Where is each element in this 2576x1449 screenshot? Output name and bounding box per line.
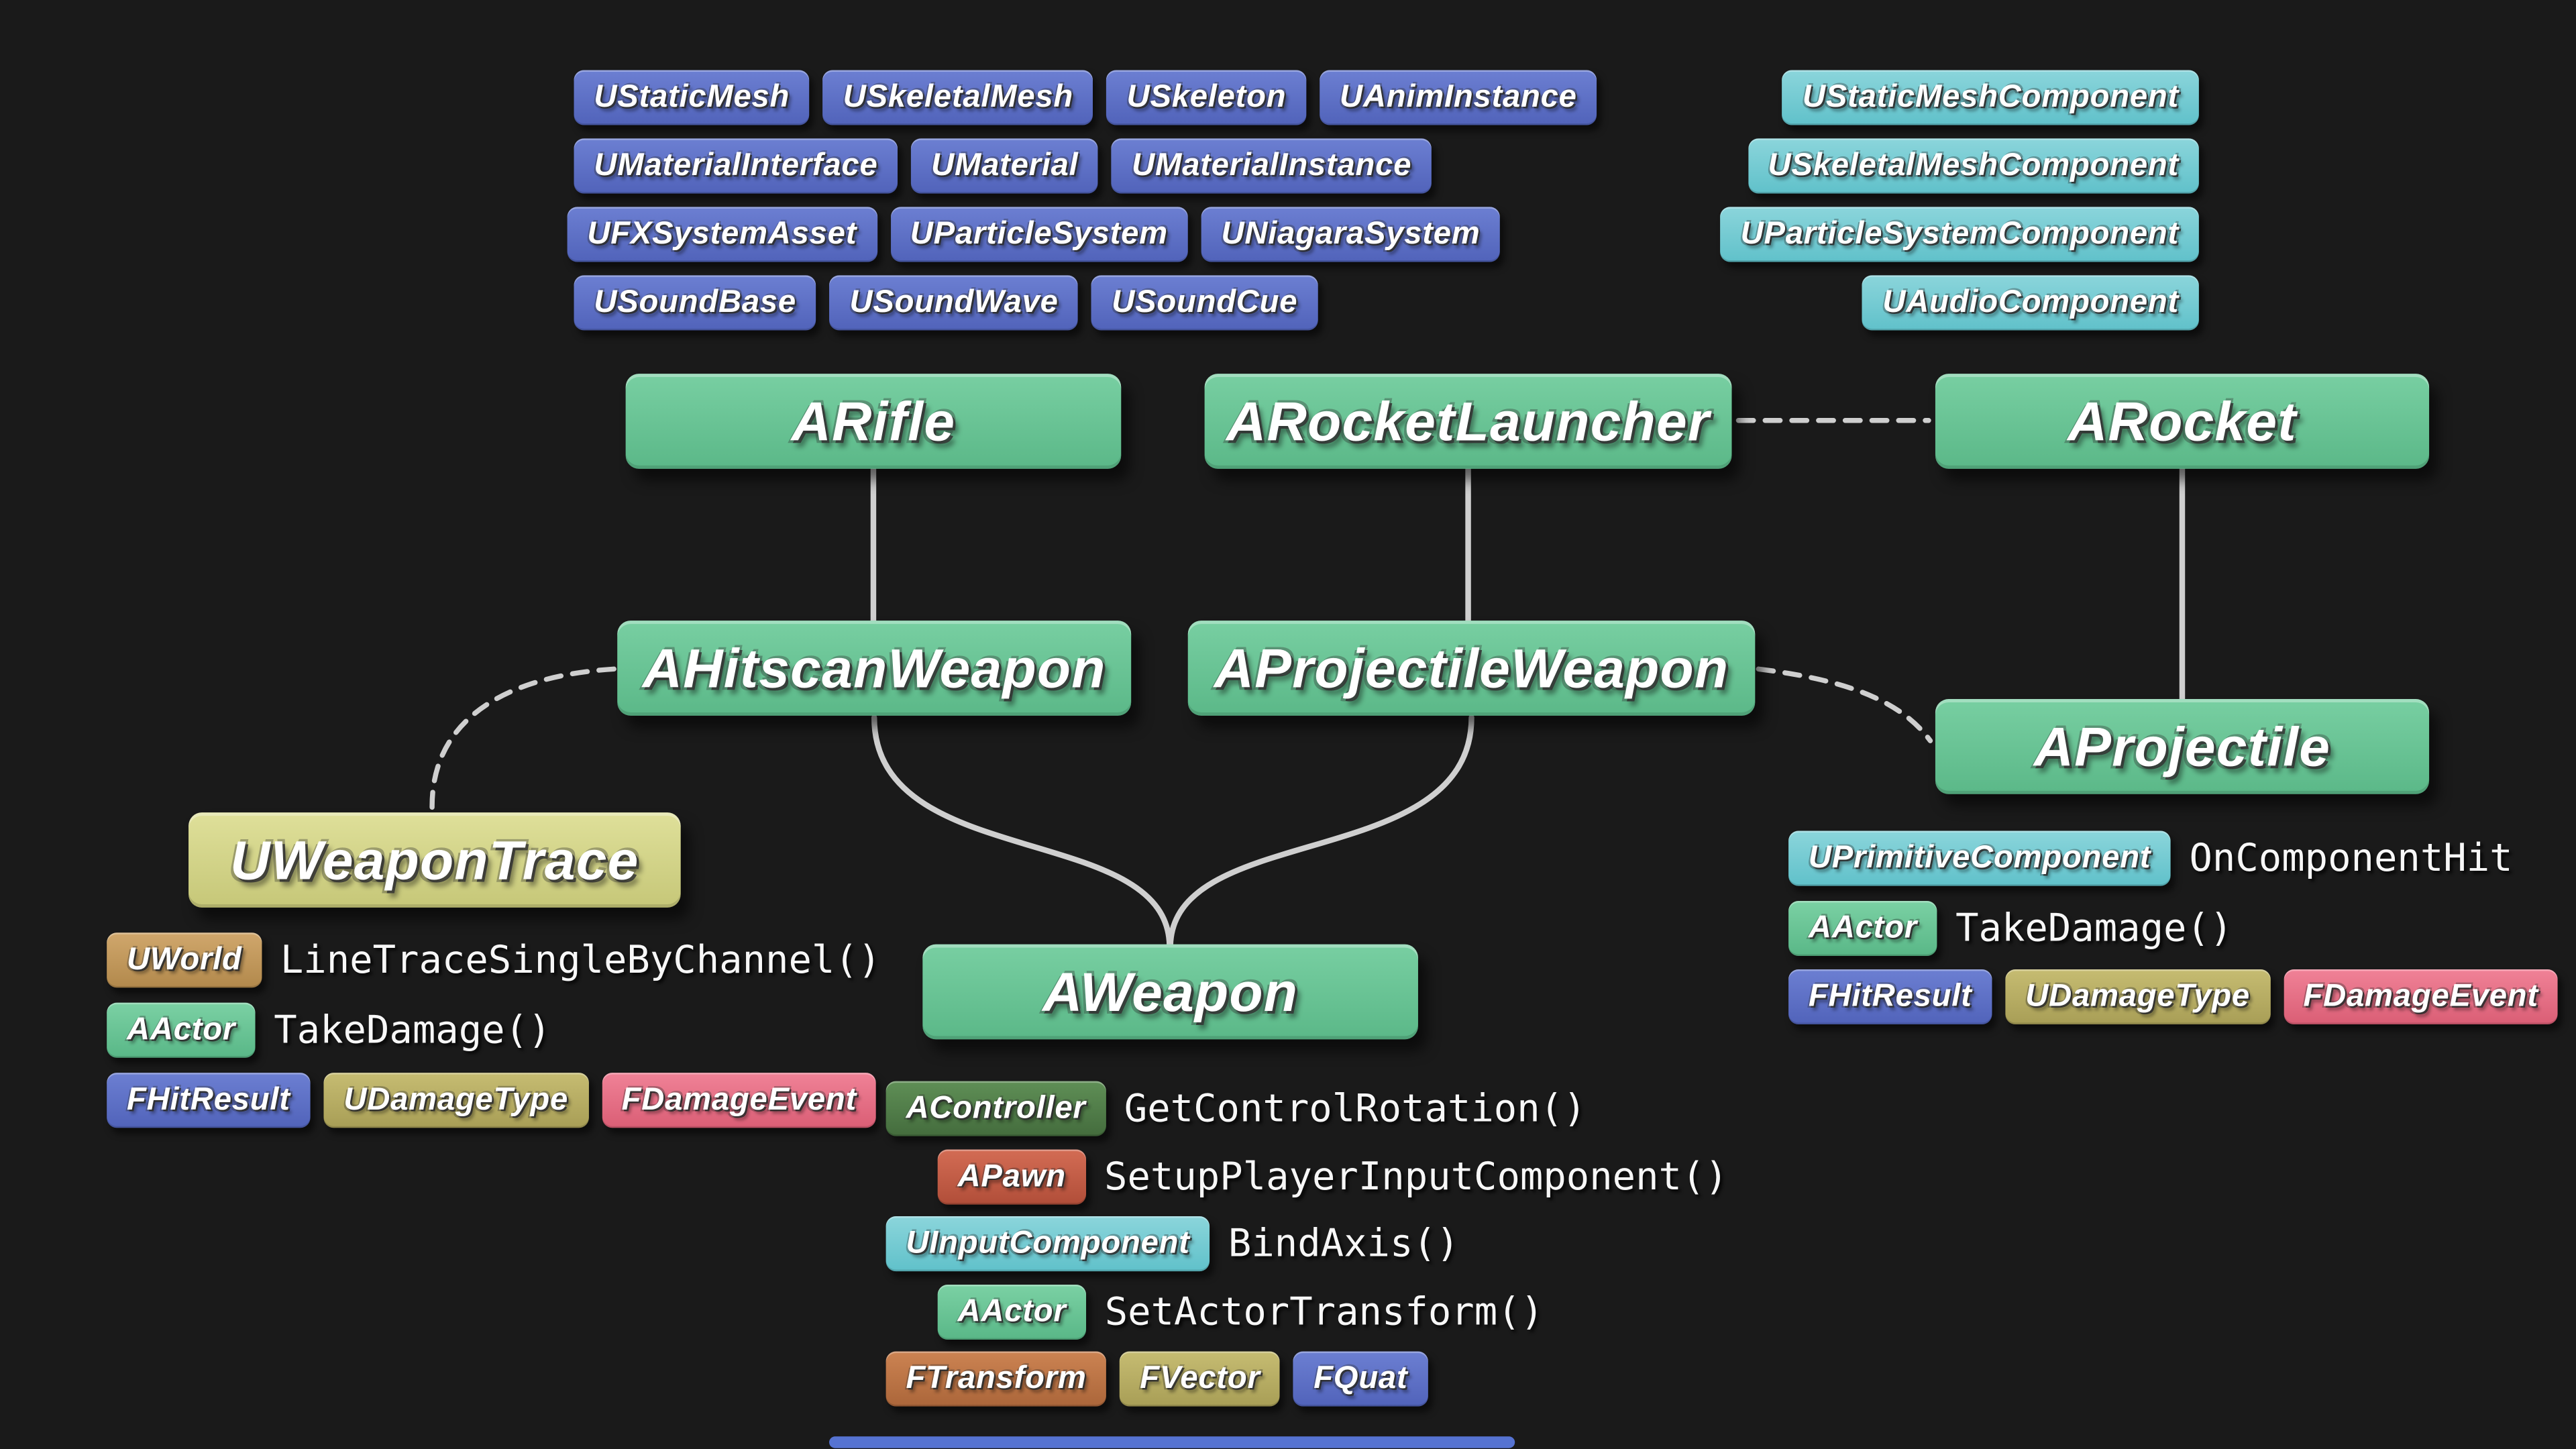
api-call-oncomponenthit: OnComponentHit — [2189, 837, 2513, 880]
badge-aactor: AActor — [1788, 900, 1937, 957]
badge-ustaticmeshcomponent: UStaticMeshComponent — [1782, 70, 2199, 125]
edge-aprojectileweapon-aprojectile-dashed — [1756, 666, 1933, 743]
badge-aactor: AActor — [937, 1284, 1087, 1340]
class-box-arocketlauncher: ARocketLauncher — [1204, 374, 1732, 469]
asset-badge-row-4: USoundBase USoundWave USoundCue — [574, 275, 1318, 331]
weapon-api-row-apawn: APawn SetupPlayerInputComponent() — [886, 1149, 1728, 1205]
edge-ahitscanweapon-aweapon — [871, 714, 1173, 949]
badge-uparticlesystem: UParticleSystem — [890, 207, 1188, 262]
component-badge-row-1: UStaticMeshComponent — [1782, 70, 2199, 125]
badge-uaudiocomponent: UAudioComponent — [1862, 275, 2199, 331]
class-box-aprojectile: AProjectile — [1935, 699, 2430, 794]
component-badge-row-4: UAudioComponent — [1862, 275, 2199, 331]
component-badge-row-2: USkeletalMeshComponent — [1748, 138, 2199, 194]
badge-uaniminstance: UAnimInstance — [1320, 70, 1597, 125]
badge-usoundcue: USoundCue — [1091, 275, 1318, 331]
badge-uniagarasystem: UNiagaraSystem — [1201, 207, 1501, 262]
api-call-linetracesinglebychannel: LineTraceSingleByChannel() — [280, 938, 881, 982]
badge-ftransform: FTransform — [885, 1351, 1107, 1407]
badge-ufxsystemasset: UFXSystemAsset — [567, 207, 877, 262]
trace-api-types-row: FHitResult UDamageType FDamageEvent — [107, 1073, 877, 1128]
badge-uinputcomponent: UInputComponent — [885, 1216, 1210, 1272]
api-call-setactortransform: SetActorTransform() — [1104, 1290, 1544, 1334]
badge-usoundbase: USoundBase — [574, 275, 816, 331]
asset-badge-row-3: UFXSystemAsset UParticleSystem UNiagaraS… — [567, 207, 1501, 262]
api-call-getcontrolrotation: GetControlRotation() — [1124, 1087, 1587, 1130]
projectile-api-row-aactor: AActor TakeDamage() — [1788, 900, 2233, 957]
api-call-takedamage: TakeDamage() — [274, 1008, 551, 1053]
badge-apawn: APawn — [937, 1149, 1086, 1205]
badge-fhitresult: FHitResult — [1788, 969, 1992, 1025]
badge-udamagetype: UDamageType — [2005, 969, 2270, 1025]
badge-uskeleton: USkeleton — [1106, 70, 1307, 125]
badge-umaterial: UMaterial — [911, 138, 1099, 194]
asset-badge-row-2: UMaterialInterface UMaterial UMaterialIn… — [574, 138, 1432, 194]
badge-fdamageevent: FDamageEvent — [601, 1073, 877, 1128]
badge-acontroller: AController — [885, 1081, 1106, 1136]
edge-ahitscanweapon-uweapontrace-dashed — [429, 666, 616, 812]
class-box-uweapontrace: UWeaponTrace — [189, 812, 681, 908]
badge-usoundwave: USoundWave — [829, 275, 1079, 331]
cutoff-badge-strip — [829, 1436, 1515, 1448]
badge-ustaticmesh: UStaticMesh — [574, 70, 810, 125]
trace-api-row-uworld: UWorld LineTraceSingleByChannel() — [107, 932, 881, 988]
class-box-aweapon: AWeapon — [922, 944, 1418, 1040]
badge-umaterialinstance: UMaterialInstance — [1112, 138, 1432, 194]
badge-fhitresult: FHitResult — [107, 1073, 311, 1128]
weapon-api-row-aactor: AActor SetActorTransform() — [886, 1284, 1544, 1340]
edge-aprojectileweapon-aweapon — [1167, 714, 1474, 949]
class-box-arocket: ARocket — [1935, 374, 2430, 469]
badge-uskeletalmesh: USkeletalMesh — [822, 70, 1093, 125]
projectile-api-types-row: FHitResult UDamageType FDamageEvent — [1788, 969, 2559, 1025]
api-call-bindaxis: BindAxis() — [1228, 1222, 1460, 1266]
class-box-arifle: ARifle — [625, 374, 1122, 469]
badge-fvector: FVector — [1120, 1351, 1281, 1407]
badge-uprimitivecomponent: UPrimitiveComponent — [1788, 830, 2171, 886]
api-call-setupplayerinputcomponent: SetupPlayerInputComponent() — [1104, 1155, 1728, 1199]
weapon-api-row-uinputcomponent: UInputComponent BindAxis() — [885, 1216, 1460, 1272]
class-box-aprojectileweapon: AProjectileWeapon — [1187, 621, 1756, 716]
badge-fdamageevent: FDamageEvent — [2283, 969, 2559, 1025]
weapon-api-types-row: FTransform FVector FQuat — [885, 1351, 1428, 1407]
weapon-api-row-acontroller: AController GetControlRotation() — [885, 1081, 1587, 1136]
badge-fquat: FQuat — [1293, 1351, 1428, 1407]
trace-api-row-aactor: AActor TakeDamage() — [107, 1002, 551, 1058]
badge-umaterialinterface: UMaterialInterface — [574, 138, 898, 194]
class-box-ahitscanweapon: AHitscanWeapon — [617, 621, 1132, 716]
api-call-takedamage: TakeDamage() — [1955, 906, 2233, 951]
badge-aactor: AActor — [107, 1002, 256, 1058]
badge-udamagetype: UDamageType — [323, 1073, 588, 1128]
projectile-api-row-uprimitivecomponent: UPrimitiveComponent OnComponentHit — [1788, 830, 2513, 886]
component-badge-row-3: UParticleSystemComponent — [1720, 207, 2199, 262]
badge-uskeletalmeshcomponent: USkeletalMeshComponent — [1748, 138, 2199, 194]
badge-uworld: UWorld — [107, 932, 262, 988]
asset-badge-row-1: UStaticMesh USkeletalMesh USkeleton UAni… — [574, 70, 1597, 125]
badge-uparticlesystemcomponent: UParticleSystemComponent — [1720, 207, 2199, 262]
